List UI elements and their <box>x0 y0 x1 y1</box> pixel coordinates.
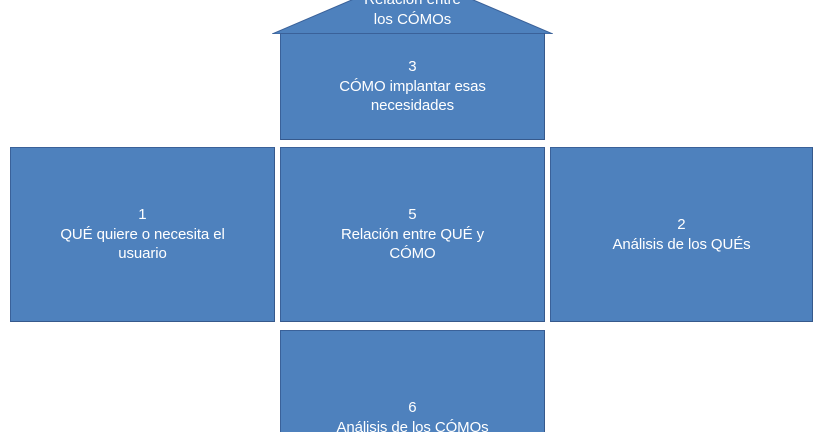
block-1-number: 1 <box>138 206 147 224</box>
block-3-como-implantar[interactable]: 3 CÓMO implantar esas necesidades <box>280 33 545 140</box>
block-5-label: Relación entre QUÉ y CÓMO <box>340 225 485 263</box>
block-2-number: 2 <box>677 216 686 233</box>
block-2-analisis-ques[interactable]: 2 Análisis de los QUÉs <box>550 147 813 322</box>
roof-triangle-shape[interactable] <box>272 0 553 34</box>
block-6-analisis-comos[interactable]: 6 Análisis de los CÓMOs <box>280 330 545 432</box>
block-5-number: 5 <box>408 206 417 224</box>
block-3-number: 3 <box>408 58 417 76</box>
block-1-label: QUÉ quiere o necesita el usuario <box>60 225 225 263</box>
block-6-label: Análisis de los CÓMOs <box>336 418 489 432</box>
block-1-que-quiere-usuario[interactable]: 1 QUÉ quiere o necesita el usuario <box>10 147 275 322</box>
block-6-number: 6 <box>408 399 417 416</box>
block-2-label: Análisis de los QUÉs <box>612 235 751 253</box>
block-3-label: CÓMO implantar esas necesidades <box>339 77 486 115</box>
block-5-relacion-que-como[interactable]: 5 Relación entre QUÉ y CÓMO <box>280 147 545 322</box>
